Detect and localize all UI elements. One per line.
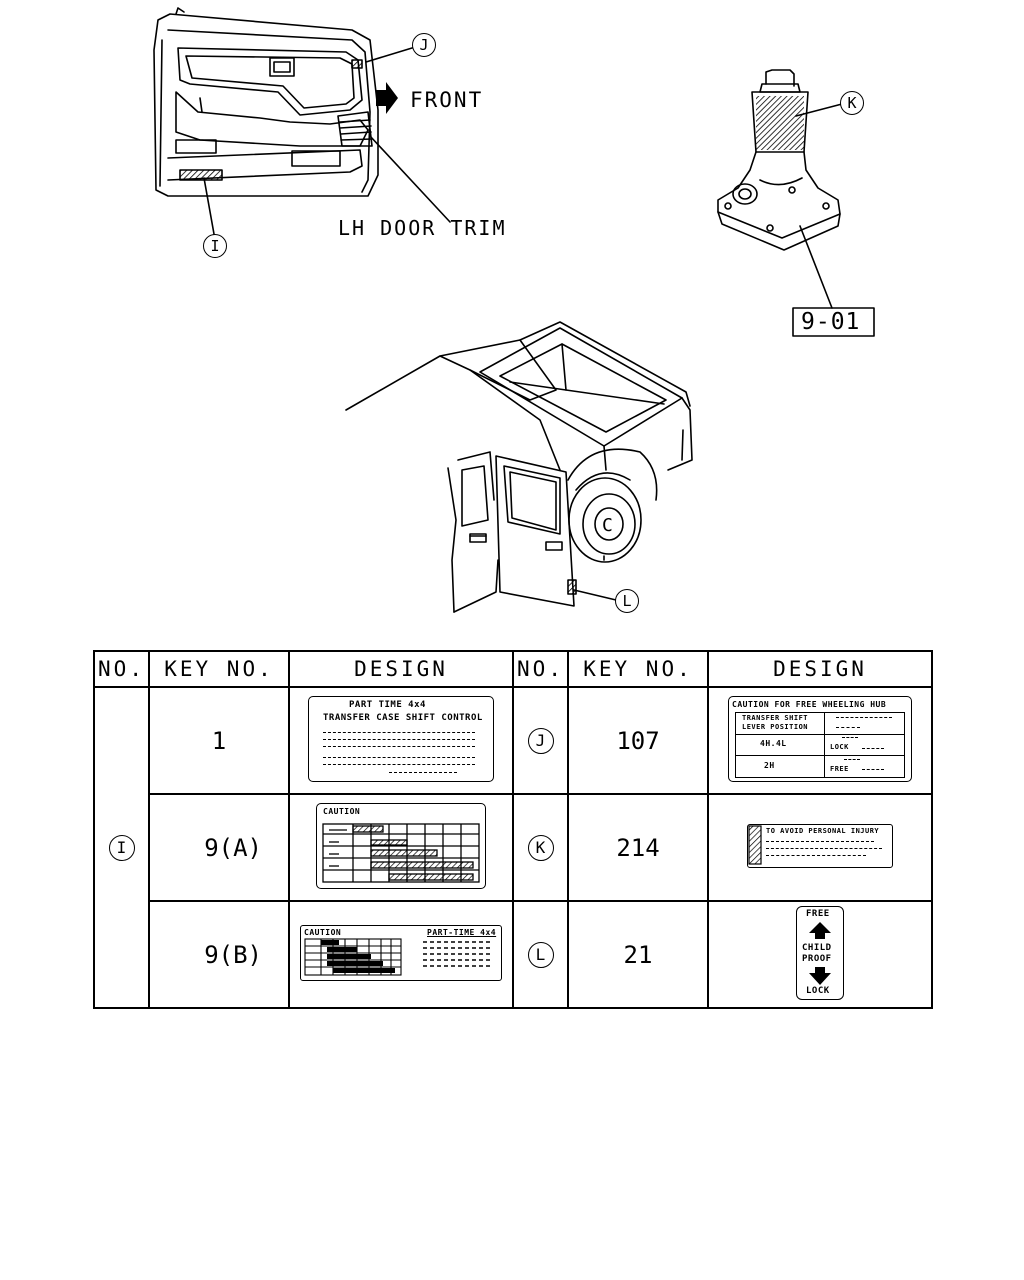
decal-parts-table: NO. KEY NO. DESIGN NO. KEY NO. DESIGN I …	[93, 650, 933, 1009]
truck-drawing	[345, 321, 693, 613]
design-cell-key21: FREE CHILD PROOF LOCK	[707, 900, 933, 1009]
ref-circle-j: J	[527, 727, 554, 754]
key-cell: 214	[567, 793, 709, 902]
decal-key107: CAUTION FOR FREE WHEELING HUB TRANSFER S…	[728, 695, 912, 782]
decal-text: 4H.4L	[760, 738, 787, 748]
illustration: C	[153, 7, 875, 613]
design-cell-key9a: CAUTION	[288, 793, 514, 902]
decal-key21: FREE CHILD PROOF LOCK	[796, 905, 844, 1000]
design-cell-key107: CAUTION FOR FREE WHEELING HUB TRANSFER S…	[707, 686, 933, 795]
design-cell-key9b: CAUTION PART-TIME 4x4	[288, 900, 514, 1009]
ref-circle-k: K	[527, 834, 554, 861]
table-header-row: NO. KEY NO. DESIGN NO. KEY NO. DESIGN	[93, 650, 933, 688]
door-trim-label: LH DOOR TRIM	[338, 216, 507, 240]
decal-key9a: CAUTION	[316, 802, 486, 889]
decal-text: PART TIME 4x4	[349, 699, 426, 710]
key-cell: 107	[567, 686, 709, 795]
decal-key9b: CAUTION PART-TIME 4x4	[300, 924, 502, 981]
decal-text: CAUTION	[323, 806, 361, 816]
decal-text: PROOF	[802, 953, 832, 964]
decal-text: FREE	[830, 764, 849, 773]
decal-key214: TO AVOID PERSONAL INJURY	[747, 823, 893, 868]
shift-lever-drawing	[717, 69, 875, 337]
arrow-down-icon	[809, 966, 831, 985]
header-key-left: KEY NO.	[148, 650, 290, 688]
decal-text: TRANSFER SHIFT	[742, 713, 809, 722]
key-cell: 9(A)	[148, 793, 290, 902]
decal-text: LOCK	[806, 985, 830, 996]
decal-text: CHILD	[802, 942, 832, 953]
design-cell-key214: TO AVOID PERSONAL INJURY	[707, 793, 933, 902]
header-no-right: NO.	[512, 650, 569, 688]
no-cell-l: L	[512, 900, 569, 1009]
table-row: 9(B) CAUTION PART-TIME 4x4	[94, 900, 933, 1009]
key-cell: 9(B)	[148, 900, 290, 1009]
table-row: 9(A) CAUTION	[94, 793, 933, 902]
header-no-left: NO.	[93, 650, 150, 688]
header-key-right: KEY NO.	[567, 650, 709, 688]
callout-l: L	[615, 589, 639, 613]
decal-text: LOCK	[830, 742, 849, 751]
decal-key1: PART TIME 4x4 TRANSFER CASE SHIFT CONTRO…	[308, 695, 494, 782]
decal-text: 2H	[764, 760, 775, 770]
table-row: I 1 PART TIME 4x4 TRANSFER CASE SHIFT CO…	[93, 686, 933, 1009]
design-cell-key1: PART TIME 4x4 TRANSFER CASE SHIFT CONTRO…	[288, 686, 514, 795]
ref-circle-l: L	[527, 941, 554, 968]
callout-i: I	[203, 234, 227, 258]
door-trim-drawing	[153, 7, 451, 235]
no-cell-j: J	[512, 686, 569, 795]
key-cell: 21	[567, 900, 709, 1009]
ref-circle-i: I	[108, 834, 135, 861]
header-design-left: DESIGN	[288, 650, 514, 688]
decal-text: PART-TIME 4x4	[427, 927, 497, 937]
front-arrow-icon	[376, 82, 398, 114]
svg-text:C: C	[602, 515, 613, 536]
decal-text: TRANSFER CASE SHIFT CONTROL	[323, 712, 483, 723]
decal-text: LEVER POSITION	[742, 722, 809, 731]
decal-text: CAUTION FOR FREE WHEELING HUB	[732, 699, 887, 709]
arrow-up-icon	[809, 921, 831, 939]
no-cell-i: I	[93, 686, 150, 1009]
callout-k: K	[840, 91, 864, 115]
no-cell-k: K	[512, 793, 569, 902]
front-label: FRONT	[410, 88, 484, 112]
header-design-right: DESIGN	[707, 650, 933, 688]
ref-box-label: 9-01	[801, 309, 861, 335]
callout-j: J	[412, 33, 436, 57]
key-cell: 1	[148, 686, 290, 795]
decal-text: FREE	[806, 908, 830, 919]
decal-text: CAUTION	[304, 927, 342, 937]
decal-text: TO AVOID PERSONAL INJURY	[766, 826, 880, 835]
